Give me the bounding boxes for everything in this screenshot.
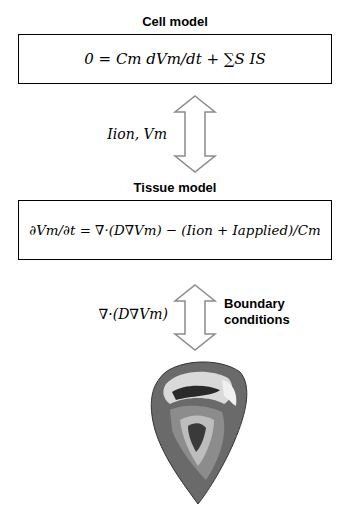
double-arrow <box>175 96 215 172</box>
model-heading: Tissue model <box>19 180 331 195</box>
equation-text: 0 = Cm dVm/dt + ∑S IS <box>76 50 274 68</box>
equation-box: Cell model0 = Cm dVm/dt + ∑S IS <box>18 34 332 84</box>
model-heading: Cell model <box>19 14 331 29</box>
coupling-label: Iion, Vm <box>107 126 167 142</box>
equation-box: Tissue model∂Vm/∂t = ∇·(D∇Vm) − (Iion + … <box>18 200 332 260</box>
equation-text: ∂Vm/∂t = ∇·(D∇Vm) − (Iion + Iapplied)/Cm <box>21 223 328 238</box>
flux-label: ∇·(D∇Vm) <box>98 306 168 322</box>
boundary-label: Boundary conditions <box>224 296 324 329</box>
heart-illustration <box>151 362 247 504</box>
double-arrow <box>175 285 215 350</box>
